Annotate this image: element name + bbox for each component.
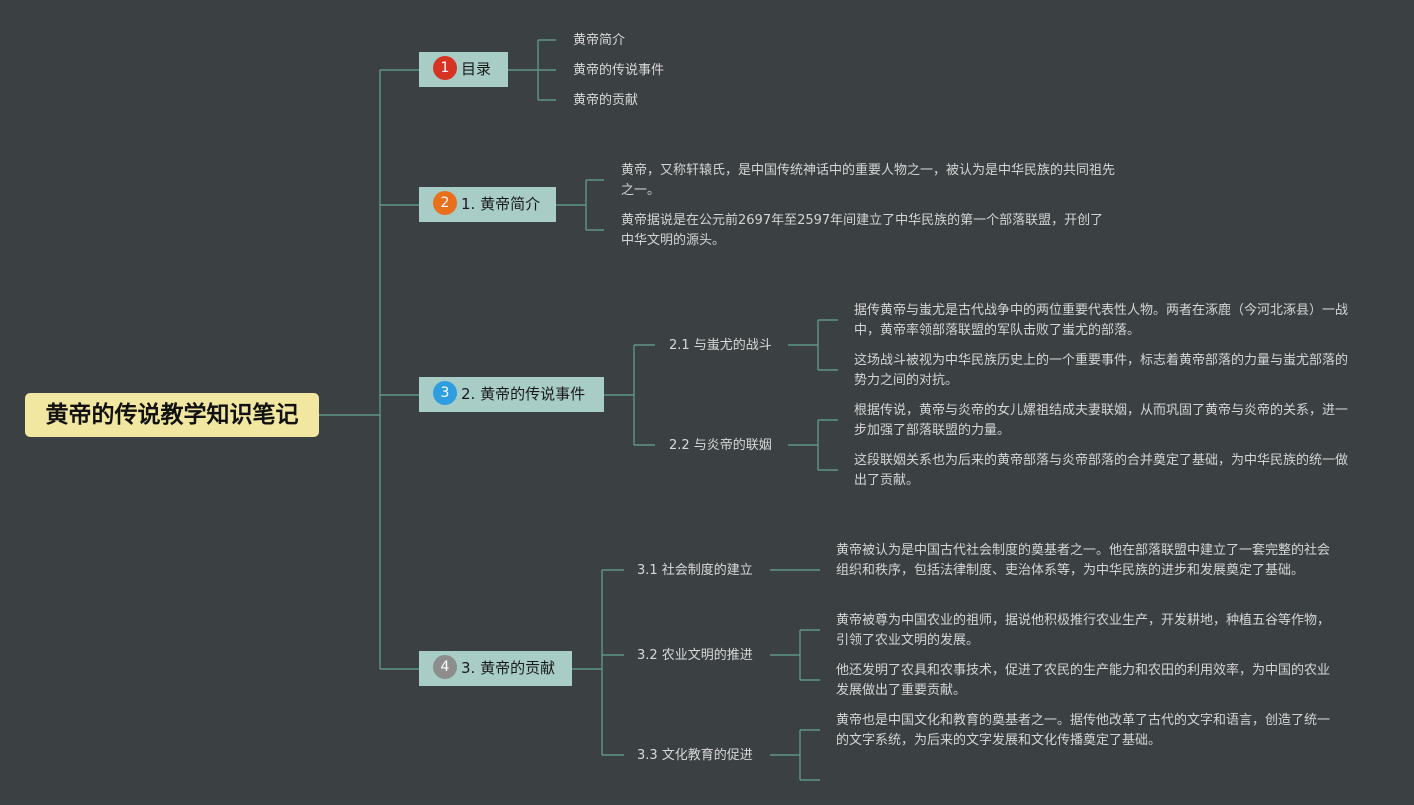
note-text[interactable]: 黄帝也是中国文化和教育的奠基者之一。据传他改革了古代的文字和语言，创造了统一的文… (836, 713, 1331, 748)
branch-label: 2. 黄帝的传说事件 (461, 385, 586, 403)
subtopic-label[interactable]: 3.1 社会制度的建立 (637, 563, 753, 578)
number-badge-4: 4 (433, 654, 457, 679)
note-text[interactable]: 黄帝，又称轩辕氏，是中国传统神话中的重要人物之一，被认为是中华民族的共同祖先之一… (621, 163, 1116, 198)
note-text[interactable]: 黄帝据说是在公元前2697年至2597年间建立了中华民族的第一个部落联盟，开创了… (621, 213, 1104, 248)
toc-item[interactable]: 黄帝简介 (573, 33, 626, 48)
note-text[interactable]: 根据传说，黄帝与炎帝的女儿嫘祖结成夫妻联姻，从而巩固了黄帝与炎帝的关系，进一步加… (854, 403, 1349, 438)
subtopic-label[interactable]: 2.2 与炎帝的联姻 (669, 438, 772, 453)
note-text[interactable]: 黄帝被认为是中国古代社会制度的奠基者之一。他在部落联盟中建立了一套完整的社会组织… (836, 543, 1331, 578)
branch-label: 3. 黄帝的贡献 (461, 659, 556, 677)
number-badge-2: 2 (433, 190, 457, 215)
note-text[interactable]: 这段联姻关系也为后来的黄帝部落与炎帝部落的合并奠定了基础，为中华民族的统一做出了… (854, 453, 1349, 488)
subtopic-label[interactable]: 3.2 农业文明的推进 (637, 648, 753, 663)
subtopic-label[interactable]: 2.1 与蚩尤的战斗 (669, 338, 772, 353)
number-badge-3: 3 (433, 380, 457, 405)
branch-label: 目录 (461, 60, 492, 78)
toc-item[interactable]: 黄帝的传说事件 (573, 63, 665, 78)
toc-item[interactable]: 黄帝的贡献 (573, 93, 639, 108)
subtopic-label[interactable]: 3.3 文化教育的促进 (637, 748, 753, 763)
note-text[interactable]: 据传黄帝与蚩尤是古代战争中的两位重要代表性人物。两者在涿鹿（今河北涿县）一战中，… (854, 303, 1349, 338)
root-topic[interactable]: 黄帝的传说教学知识笔记 (25, 393, 319, 437)
note-text[interactable]: 这场战斗被视为中华民族历史上的一个重要事件，标志着黄帝部落的力量与蚩尤部落的势力… (854, 353, 1349, 388)
note-text[interactable]: 他还发明了农具和农事技术，促进了农民的生产能力和农田的利用效率，为中国的农业发展… (836, 663, 1331, 698)
note-text[interactable]: 黄帝被尊为中国农业的祖师，据说他积极推行农业生产，开发耕地，种植五谷等作物，引领… (836, 613, 1331, 648)
branch-label: 1. 黄帝简介 (461, 195, 541, 213)
number-badge-1: 1 (433, 55, 457, 80)
